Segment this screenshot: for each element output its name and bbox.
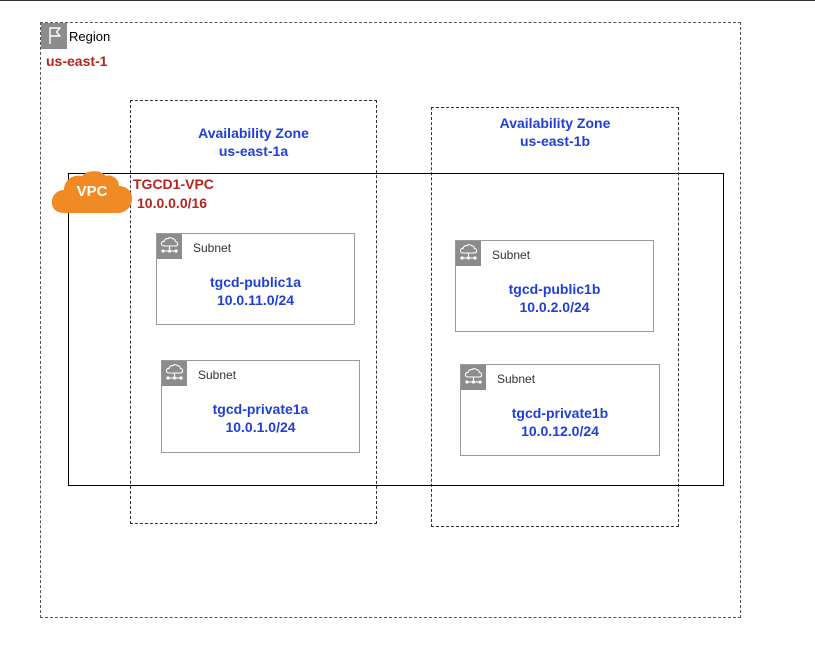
region-name: us-east-1 [46,53,108,69]
vpc-group[interactable] [68,173,724,486]
vpc-name: TGCD1-VPC [133,176,214,192]
subnet-cidr: 10.0.12.0/24 [521,423,599,439]
az-title-label: Availability Zone [499,115,611,131]
cloud-network-icon [157,234,182,259]
az-title-label: Availability Zone [198,125,309,141]
subnet-name: tgcd-private1b [511,405,609,421]
availability-zone-b-title: Availability Zone us-east-1b [431,114,679,150]
subnet-cidr: 10.0.11.0/24 [216,292,295,308]
cloud-icon [50,169,134,214]
subnet-name: tgcd-public1b [508,281,601,297]
subnet-public1b[interactable]: Subnet tgcd-public1b 10.0.2.0/24 [455,240,654,332]
cloud-network-icon [456,241,481,266]
cloud-network-icon [461,365,486,390]
subnet-label: Subnet [492,248,531,262]
vpc-cidr: 10.0.0.0/16 [137,195,208,211]
subnet-label: Subnet [193,241,232,255]
subnet-name: tgcd-private1a [212,401,309,417]
region-group[interactable] [40,22,741,618]
subnet-private1a[interactable]: Subnet tgcd-private1a 10.0.1.0/24 [161,360,360,453]
subnet-cidr: 10.0.1.0/24 [225,419,296,435]
region-label: Region [69,29,111,44]
subnet-label: Subnet [497,372,536,386]
az-zone-name: us-east-1b [519,133,591,149]
az-zone-name: us-east-1a [218,143,289,159]
availability-zone-b[interactable] [431,107,679,527]
subnet-cidr: 10.0.2.0/24 [519,299,590,315]
availability-zone-a[interactable] [130,100,377,524]
subnet-private1b[interactable]: Subnet tgcd-private1b 10.0.12.0/24 [460,364,660,456]
availability-zone-a-title: Availability Zone us-east-1a [130,124,377,160]
subnet-public1a[interactable]: Subnet tgcd-public1a 10.0.11.0/24 [156,233,355,325]
subnet-label: Subnet [198,368,237,382]
top-border-line [0,0,815,1]
vpc-badge-label: VPC [76,183,108,200]
subnet-name: tgcd-public1a [209,274,301,290]
cloud-network-icon [162,361,187,386]
flag-icon [41,23,67,49]
